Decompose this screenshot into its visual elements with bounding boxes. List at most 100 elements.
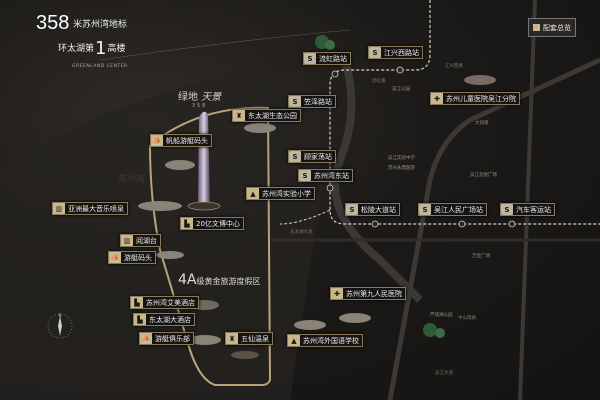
road-label: 东太湖大道 xyxy=(290,230,313,235)
building xyxy=(165,160,195,170)
poi-label: 苏州湾实验小学 xyxy=(262,189,311,198)
height-suffix: 米苏州湾地标 xyxy=(73,20,128,30)
building xyxy=(244,123,276,133)
overview-button[interactable]: 配套总览 xyxy=(528,18,576,37)
headline-number: 1 xyxy=(95,38,107,59)
road-label: 吴江大道 xyxy=(435,371,453,376)
poi-label: 苏州第九人民医院 xyxy=(346,289,402,298)
zone-prefix: 4A xyxy=(178,272,197,288)
metro-icon: S xyxy=(369,47,381,58)
minor-label: 苏州永鼎医院 xyxy=(388,166,415,171)
overview-label: 配套总览 xyxy=(543,23,571,32)
minor-label: 芦荡湖公园 xyxy=(430,313,453,318)
metro-icon: S xyxy=(304,53,316,64)
metro-dot xyxy=(508,220,516,228)
headline: 环太湖第1高楼 xyxy=(58,40,125,58)
metro-dot xyxy=(396,66,404,74)
poi-hotel[interactable]: ▙东太湖大酒店 xyxy=(133,313,195,326)
poi-label: 游艇码头 xyxy=(124,253,152,262)
hotel-icon: ▙ xyxy=(131,297,143,308)
lake-label: 苏州湾 xyxy=(118,175,146,185)
poi-marina[interactable]: ⛵帆船游艇码头 xyxy=(150,134,212,147)
station-label: 流虹路站 xyxy=(319,54,347,63)
poi-hospital[interactable]: ✚苏州儿童医院吴江分院 xyxy=(430,92,520,105)
building xyxy=(294,320,326,330)
poi-park[interactable]: ♜东太湖生态公园 xyxy=(232,109,301,122)
minor-label: 吴江吾悦广场 xyxy=(470,173,497,178)
logo-brand: 绿地 xyxy=(178,92,198,103)
poi-expo[interactable]: ▙20亿文博中心 xyxy=(180,217,244,230)
headline-suffix: 高楼 xyxy=(107,44,126,54)
grid-icon xyxy=(533,24,540,31)
poi-label: 亚洲最大音乐喷泉 xyxy=(68,204,124,213)
station-label: 顾家荡站 xyxy=(304,152,332,161)
poi-label: 东太湖大酒店 xyxy=(149,315,191,324)
park-greenery xyxy=(423,323,437,337)
poi-label: 20亿文博中心 xyxy=(196,219,240,228)
poi-yacht-club[interactable]: ⛵游艇俱乐部 xyxy=(139,332,194,345)
metro-dot xyxy=(371,220,379,228)
station-label: 松陵大道站 xyxy=(361,205,396,214)
park-greenery xyxy=(325,40,335,50)
metro-line xyxy=(279,209,331,225)
poi-label: 五仙温泉 xyxy=(241,334,269,343)
poi-pier[interactable]: ⛵游艇码头 xyxy=(108,251,156,264)
metro-icon: S xyxy=(289,151,301,162)
building xyxy=(231,351,259,359)
boat-icon: ⛵ xyxy=(109,252,121,263)
boat-icon: ⛵ xyxy=(151,135,163,146)
minor-label: 吴江实验中学 xyxy=(388,156,415,161)
poi-hot-spring[interactable]: ♜五仙温泉 xyxy=(225,332,273,345)
poi-label: 苏州湾外国语学校 xyxy=(303,336,359,345)
english-name: GREENLAND CENTER xyxy=(72,64,128,69)
school-icon: ▲ xyxy=(247,188,259,199)
poi-viewpoint[interactable]: ▥阅湖台 xyxy=(120,234,161,247)
poi-hotel[interactable]: ▙苏州湾艾美酒店 xyxy=(130,296,199,309)
road-label: 中山南路 xyxy=(458,316,476,321)
metro-icon: S xyxy=(299,170,311,181)
landmark-icon: ♜ xyxy=(233,110,245,121)
building-icon: ▙ xyxy=(181,218,193,229)
building xyxy=(138,201,182,211)
park-greenery xyxy=(435,328,445,338)
metro-dot xyxy=(331,70,339,78)
poi-fountain[interactable]: ▥亚洲最大音乐喷泉 xyxy=(52,202,128,215)
school-icon: ▲ xyxy=(288,335,300,346)
road xyxy=(99,29,351,61)
poi-school[interactable]: ▲苏州湾外国语学校 xyxy=(287,334,363,347)
poi-label: 苏州儿童医院吴江分院 xyxy=(446,94,516,103)
poi-label: 帆船游艇码头 xyxy=(166,136,208,145)
building xyxy=(189,335,221,345)
poi-school[interactable]: ▲苏州湾实验小学 xyxy=(246,187,315,200)
metro-dot xyxy=(326,184,334,192)
poi-label: 东太湖生态公园 xyxy=(248,111,297,120)
headline-prefix: 环太湖第 xyxy=(58,44,95,54)
road xyxy=(518,0,537,400)
boat-icon: ⛵ xyxy=(140,333,152,344)
hotel-icon: ▙ xyxy=(134,314,146,325)
poi-hospital[interactable]: ✚苏州第九人民医院 xyxy=(330,287,406,300)
metro-icon: S xyxy=(346,204,358,215)
road-label: 江兴西路 xyxy=(445,64,463,69)
minor-label: 吴江公园 xyxy=(392,87,410,92)
station-label: 江兴西路站 xyxy=(384,48,419,57)
museum-icon: ▥ xyxy=(121,235,133,246)
station-label: 笠泽路站 xyxy=(304,97,332,106)
poi-label: 苏州湾艾美酒店 xyxy=(146,298,195,307)
river xyxy=(331,58,423,303)
tower-base xyxy=(187,201,221,211)
metro-icon: S xyxy=(501,204,513,215)
metro-icon: S xyxy=(419,204,431,215)
loop-road xyxy=(149,106,272,386)
